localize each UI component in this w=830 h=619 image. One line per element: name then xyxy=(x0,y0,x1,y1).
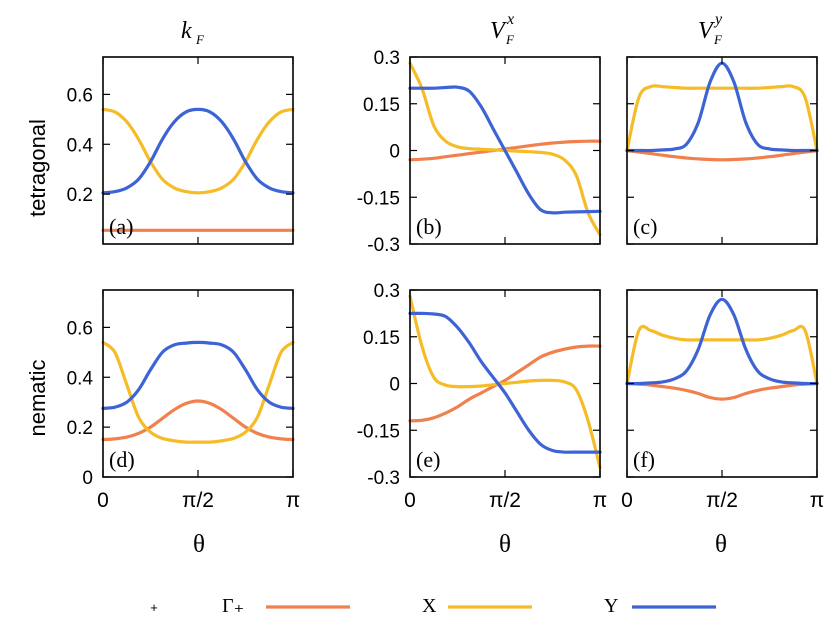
row-label-nematic: nematic xyxy=(25,359,50,436)
panel-a: 0.2 0.4 0.6 (a) xyxy=(67,56,295,245)
panel-f-xtick-label: π xyxy=(810,489,825,512)
panel-e-xtick-label: 0 xyxy=(404,489,416,512)
panel-d: 0 0.2 0.4 0.6 0 π/2 π (d) xyxy=(67,289,301,512)
panel-e-xtick-label: π xyxy=(593,489,608,512)
row-label-tetragonal: tetragonal xyxy=(25,119,50,217)
panel-b: -0.3 -0.15 0 0.15 0.3 (b) xyxy=(357,48,602,256)
column-title-VFy-sup: y xyxy=(713,11,723,28)
panel-f-xtick-label: 0 xyxy=(621,489,633,512)
panel-d-xtick-label: π/2 xyxy=(182,489,214,512)
stray-plus-mark: + xyxy=(150,600,158,615)
panels: 0.20.40.6(a)-0.3-0.1500.150.3(b)(c)00.20… xyxy=(67,48,825,512)
legend-label-gamma: Γ₊ xyxy=(222,595,244,617)
panel-a-ytick-label: 0.2 xyxy=(67,185,93,206)
panel-e-ytick-label: 0.15 xyxy=(363,328,400,349)
column-title-VFx-sup: x xyxy=(506,11,514,28)
legend-label-x: X xyxy=(422,595,437,617)
column-title-VFy-base: V xyxy=(698,18,715,44)
column-title-kF-sub: F xyxy=(195,32,205,47)
panel-d-label: (d) xyxy=(109,447,135,472)
panel-e-series-x-line xyxy=(408,294,602,470)
panel-b-ytick-label: 0.15 xyxy=(363,95,400,116)
panel-e-series-y-line xyxy=(408,311,602,454)
panel-c-series-x-line xyxy=(625,84,819,153)
panel-f-series-gamma-line xyxy=(625,381,819,401)
panel-f: 0 π/2 π (f) xyxy=(621,289,825,512)
panel-d-ytick-label: 0.4 xyxy=(67,368,94,389)
panel-d-series-gamma-line xyxy=(101,399,295,442)
panel-b-ytick-label: -0.15 xyxy=(357,188,400,209)
panel-f-xtick-label: π/2 xyxy=(706,489,738,512)
panel-d-series-x-line xyxy=(101,340,295,444)
panel-b-ytick-label: 0 xyxy=(389,142,400,163)
panel-b-label: (b) xyxy=(416,214,442,239)
panel-b-ytick-label: -0.3 xyxy=(367,235,400,256)
panel-b-ytick-label: 0.3 xyxy=(374,48,400,69)
panel-e-ytick-label: 0.3 xyxy=(374,281,400,302)
panel-e-label: (e) xyxy=(416,447,440,472)
column-title-VFy: V F y xyxy=(698,11,723,47)
legend: Γ₊ X Y xyxy=(222,595,716,617)
panel-a-label: (a) xyxy=(109,214,133,239)
panel-d-ytick-label: 0.2 xyxy=(67,418,93,439)
panel-a-ytick-label: 0.4 xyxy=(67,135,94,156)
panel-e-ytick-label: 0 xyxy=(389,375,400,396)
panel-e-ytick-label: -0.3 xyxy=(367,468,400,489)
panel-f-series-y-line xyxy=(625,297,819,386)
column-title-kF: k F xyxy=(181,18,205,47)
column-title-VFx: V F x xyxy=(490,11,515,47)
panel-c: (c) xyxy=(625,56,819,245)
column-title-VFx-sub: F xyxy=(505,32,515,47)
panel-e-xtick-label: π/2 xyxy=(489,489,521,512)
column-title-VFy-sub: F xyxy=(713,32,723,47)
panel-f-series-x-line xyxy=(625,324,819,386)
panel-d-xtick-label: π xyxy=(286,489,301,512)
panel-e-series-gamma-line xyxy=(408,344,602,423)
xlabel-left: θ xyxy=(193,531,205,558)
xlabel-right: θ xyxy=(715,531,727,558)
panel-e-ytick-label: -0.15 xyxy=(357,421,400,442)
panel-a-series-y-line xyxy=(101,107,295,195)
panel-d-ytick-label: 0.6 xyxy=(67,318,93,339)
panel-a-series-x-line xyxy=(101,107,295,195)
xlabel-middle: θ xyxy=(499,531,511,558)
panel-b-series-y-line xyxy=(408,85,602,215)
panel-d-series-y-line xyxy=(101,340,295,410)
panel-c-label: (c) xyxy=(633,214,657,239)
legend-label-y: Y xyxy=(604,595,618,617)
panel-f-label: (f) xyxy=(633,447,655,472)
column-title-VFx-base: V xyxy=(490,18,507,44)
panel-d-xtick-label: 0 xyxy=(97,489,109,512)
panel-d-ytick-label: 0 xyxy=(82,468,93,489)
panel-a-ytick-label: 0.6 xyxy=(67,85,93,106)
column-title-kF-base: k xyxy=(181,18,192,44)
panel-c-series-gamma-line xyxy=(625,148,819,162)
panel-e: -0.3 -0.15 0 0.15 0.3 0 π/2 π (e) xyxy=(357,281,608,512)
panel-c-series-y-line xyxy=(625,61,819,153)
